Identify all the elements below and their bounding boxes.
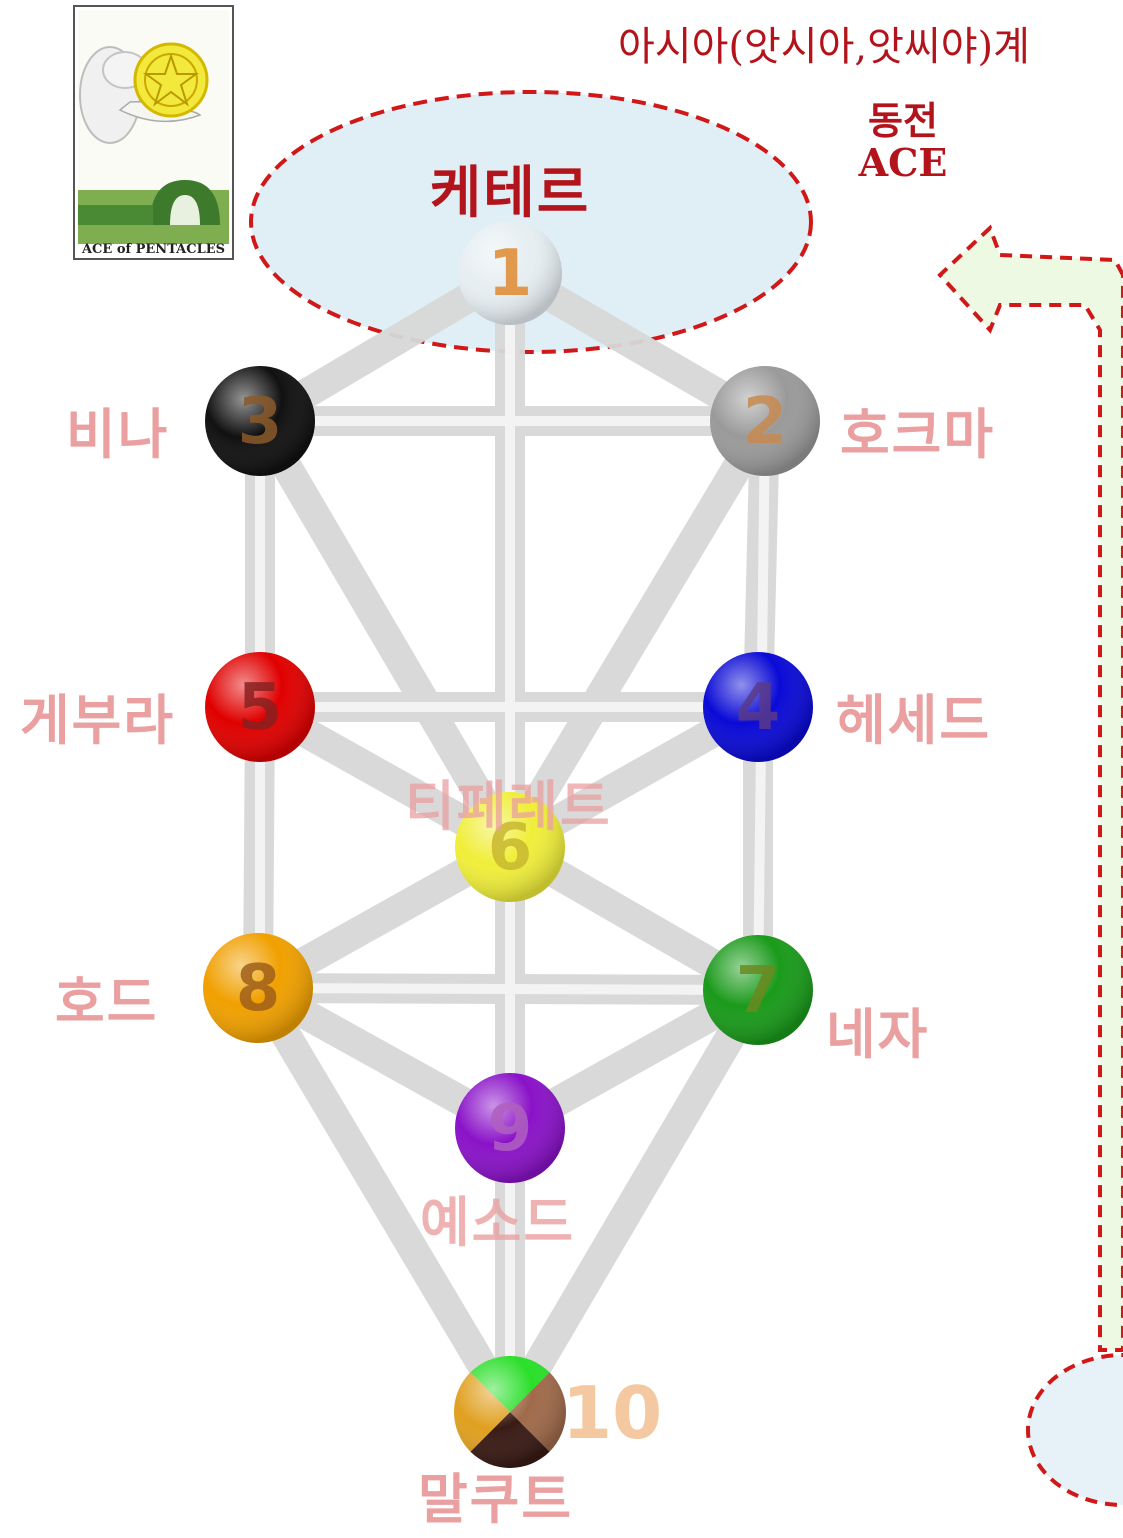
sefira-number-7: 7: [736, 954, 781, 1028]
suit-label: 동전: [848, 90, 958, 145]
card-caption: ACE of PENTACLES: [76, 242, 231, 257]
label-netzach: 네자: [826, 990, 929, 1069]
sefira-3: 3: [205, 366, 315, 476]
sefira-number-10: 10: [562, 1371, 662, 1455]
label-chesed: 헤세드: [836, 676, 991, 755]
sefira-number-8: 8: [236, 952, 281, 1026]
sefira-8: 8: [203, 933, 313, 1043]
sefira-5: 5: [205, 652, 315, 762]
sefira-number-3: 3: [238, 385, 283, 459]
label-tiferet: 티페레트: [405, 762, 612, 841]
sefira-number-5: 5: [238, 671, 283, 745]
label-chokmah: 호크마: [840, 390, 995, 469]
sefira-number-4: 4: [736, 671, 781, 745]
sefira-10: 10: [454, 1356, 662, 1468]
sefira-number-2: 2: [743, 385, 788, 459]
rank-label: ACE: [848, 140, 958, 185]
sefira-number-9: 9: [488, 1092, 533, 1166]
label-hod: 호드: [55, 958, 158, 1037]
sefira-9: 9: [455, 1073, 565, 1183]
label-malkuth: 말쿠트: [418, 1455, 573, 1534]
label-binah: 비나: [66, 390, 169, 469]
target-ellipse: [1028, 1355, 1123, 1505]
sefira-1: 1: [458, 221, 562, 325]
sefira-number-1: 1: [488, 237, 533, 311]
sefira-7: 7: [703, 935, 813, 1045]
sefira-4: 4: [703, 652, 813, 762]
ace-of-pentacles-card: [74, 6, 233, 259]
world-title: 아시아(앗시아,앗씨야)계: [618, 14, 1030, 72]
label-geburah: 게부라: [20, 676, 175, 755]
sefira-2: 2: [710, 366, 820, 476]
label-yesod: 예소드: [420, 1178, 575, 1257]
label-keter: 케테르: [410, 148, 610, 229]
